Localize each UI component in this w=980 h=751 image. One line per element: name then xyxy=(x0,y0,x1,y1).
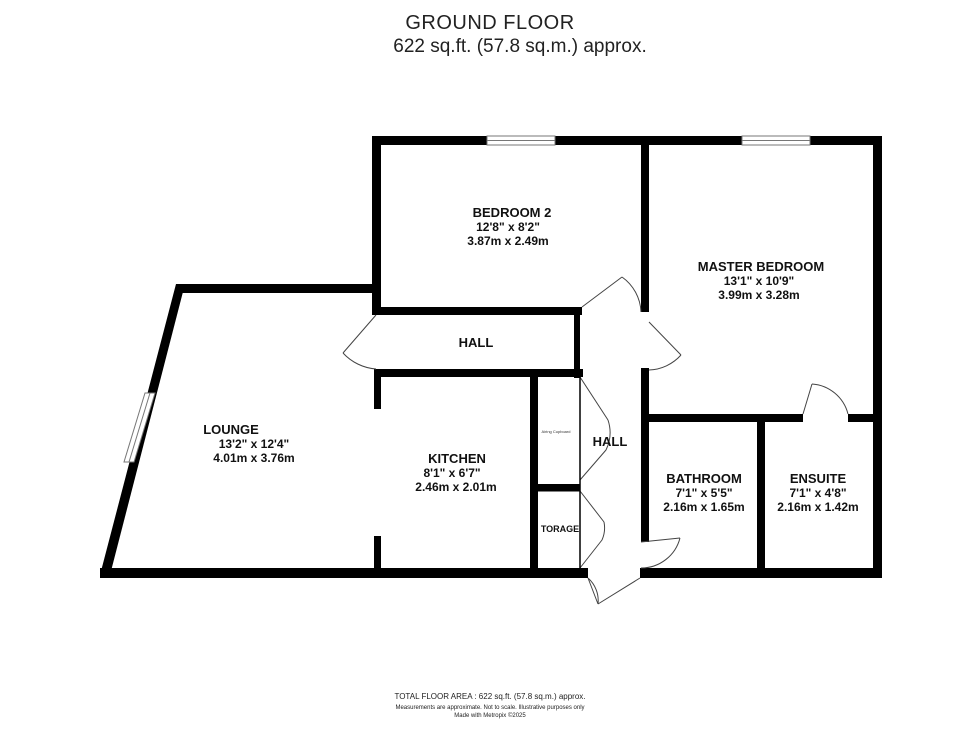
master-door xyxy=(648,321,682,371)
bathroom-metric: 2.16m x 1.65m xyxy=(663,500,744,514)
lounge-door xyxy=(342,314,377,370)
cupboard-door xyxy=(579,376,611,481)
bathroom-door xyxy=(640,537,681,569)
storage-door xyxy=(579,490,606,569)
bedroom2-left-wall xyxy=(372,136,381,312)
lounge-imperial: 13'2" x 12'4" xyxy=(219,437,289,451)
master-lower-wall xyxy=(641,368,649,420)
master-bottom-wall-right xyxy=(848,414,882,422)
bathroom-imperial: 7'1" x 5'5" xyxy=(675,486,732,500)
ensuite-imperial: 7'1" x 4'8" xyxy=(789,486,846,500)
ensuite-name: ENSUITE xyxy=(790,471,847,486)
floor-area: 622 sq.ft. (57.8 sq.m.) approx. xyxy=(393,36,647,57)
hall-end-wall xyxy=(574,310,580,378)
lounge-top-wall xyxy=(176,284,381,293)
entrance-door xyxy=(587,577,641,605)
ensuite-divider-wall xyxy=(757,414,765,578)
bathroom-left-wall xyxy=(641,414,649,542)
credit: Made with Metropix ©2025 xyxy=(454,713,526,719)
hall-lower-name: HALL xyxy=(593,434,628,449)
kitchen-left-wall-bottom xyxy=(374,536,381,576)
total-floor-area: TOTAL FLOOR AREA : 622 sq.ft. (57.8 sq.m… xyxy=(394,692,586,701)
hall-top-wall xyxy=(372,307,582,315)
bedroom2-door xyxy=(581,276,642,313)
lounge-name: LOUNGE xyxy=(203,422,259,437)
bedroom2-imperial: 12'8" x 8'2" xyxy=(476,220,540,234)
hall-upper-name: HALL xyxy=(459,335,494,350)
doors xyxy=(342,276,849,605)
master-imperial: 13'1" x 10'9" xyxy=(724,274,794,288)
storage-name: TORAGE xyxy=(541,524,579,534)
lounge-metric: 4.01m x 3.76m xyxy=(213,451,294,465)
top-wall xyxy=(372,136,882,145)
kitchen-metric: 2.46m x 2.01m xyxy=(415,480,496,494)
kitchen-right-wall xyxy=(530,377,538,575)
storage-top-wall xyxy=(538,484,580,491)
bedroom2-metric: 3.87m x 2.49m xyxy=(467,234,548,248)
cupboard-name: Airing Cupboard xyxy=(542,429,571,434)
master-metric: 3.99m x 3.28m xyxy=(718,288,799,302)
ensuite-door xyxy=(802,383,849,415)
lounge-window-pane xyxy=(128,392,151,463)
floor-title: GROUND FLOOR xyxy=(405,12,575,34)
ensuite-metric: 2.16m x 1.42m xyxy=(777,500,858,514)
kitchen-imperial: 8'1" x 6'7" xyxy=(423,466,480,480)
bottom-wall-left xyxy=(100,568,588,578)
bedroom2-name: BEDROOM 2 xyxy=(473,205,552,220)
bathroom-name: BATHROOM xyxy=(666,471,742,486)
kitchen-left-wall-top xyxy=(374,369,381,409)
master-name: MASTER BEDROOM xyxy=(698,259,824,274)
kitchen-name: KITCHEN xyxy=(428,451,486,466)
bedroom-divider-wall xyxy=(641,136,649,312)
hall-bottom-wall xyxy=(376,369,583,377)
master-bottom-wall xyxy=(641,414,803,422)
walls xyxy=(100,136,882,578)
disclaimer: Measurements are approximate. Not to sca… xyxy=(395,705,585,711)
right-wall xyxy=(873,136,882,578)
